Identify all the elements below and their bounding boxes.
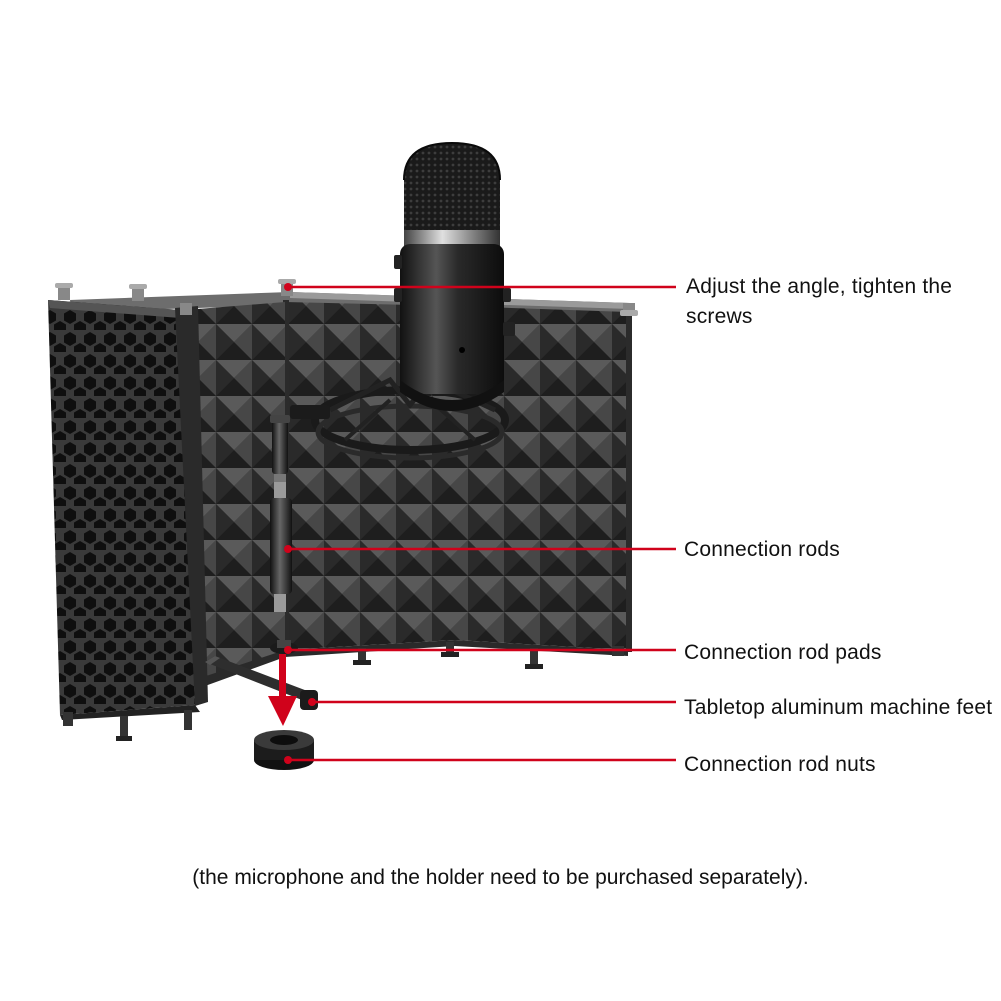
bottom-frame-rail bbox=[200, 640, 628, 686]
connection-rod-lower bbox=[270, 482, 292, 612]
connection-rod-upper bbox=[270, 415, 290, 484]
assembly-arrow bbox=[268, 654, 297, 726]
callout-label-adjust-angle: Adjust the angle, tighten the screws bbox=[686, 275, 953, 328]
callout-label-connection-rod-pads: Connection rod pads bbox=[684, 641, 882, 664]
callout-label-connection-rods: Connection rods bbox=[684, 538, 840, 561]
footnote: (the microphone and the holder need to b… bbox=[192, 866, 809, 889]
top-screws bbox=[55, 279, 638, 316]
callout-label-connection-rod-nuts: Connection rod nuts bbox=[684, 753, 876, 776]
connection-rod-nut bbox=[254, 730, 314, 770]
left-foam-panel bbox=[185, 302, 285, 690]
callout-label-tabletop-feet: Tabletop aluminum machine feet bbox=[684, 696, 993, 719]
perforated-metal-panel bbox=[48, 300, 208, 720]
microphone bbox=[394, 141, 515, 411]
leader-lines bbox=[284, 283, 676, 764]
